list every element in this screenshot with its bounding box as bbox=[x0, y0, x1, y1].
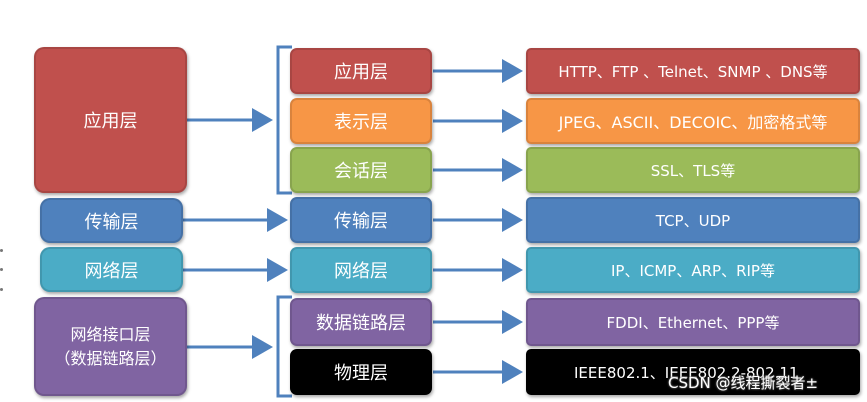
osi-physical-layer: 物理层 bbox=[290, 349, 432, 395]
edge-mark bbox=[0, 288, 3, 291]
tcpip-network-layer: 网络层 bbox=[40, 247, 183, 292]
transport-protocols: TCP、UDP bbox=[526, 197, 860, 243]
edge-mark bbox=[0, 268, 3, 271]
edge-mark bbox=[0, 249, 3, 252]
osi-session-layer: 会话层 bbox=[290, 147, 432, 193]
osi-transport-layer: 传输层 bbox=[290, 197, 432, 243]
session-protocols: SSL、TLS等 bbox=[526, 147, 860, 193]
tcpip-interface-layer: 网络接口层 （数据链路层） bbox=[34, 297, 187, 396]
osi-datalink-layer: 数据链路层 bbox=[290, 298, 432, 346]
tcpip-application-layer: 应用层 bbox=[34, 47, 187, 193]
bracket-interface bbox=[276, 295, 292, 398]
application-protocols: HTTP、FTP 、Telnet、SNMP 、DNS等 bbox=[526, 48, 860, 94]
bracket-application bbox=[276, 45, 292, 195]
physical-protocols: IEEE802.1、IEEE802.2-802.11 bbox=[526, 349, 860, 395]
osi-application-layer: 应用层 bbox=[290, 48, 432, 94]
osi-network-layer: 网络层 bbox=[290, 247, 432, 293]
network-protocols: IP、ICMP、ARP、RIP等 bbox=[526, 247, 860, 293]
tcpip-transport-layer: 传输层 bbox=[40, 198, 183, 243]
presentation-protocols: JPEG、ASCII、DECOIC、加密格式等 bbox=[526, 98, 860, 144]
datalink-protocols: FDDI、Ethernet、PPP等 bbox=[526, 298, 860, 346]
osi-presentation-layer: 表示层 bbox=[290, 98, 432, 144]
watermark-text: CSDN @线程撕裂者± bbox=[668, 374, 819, 392]
